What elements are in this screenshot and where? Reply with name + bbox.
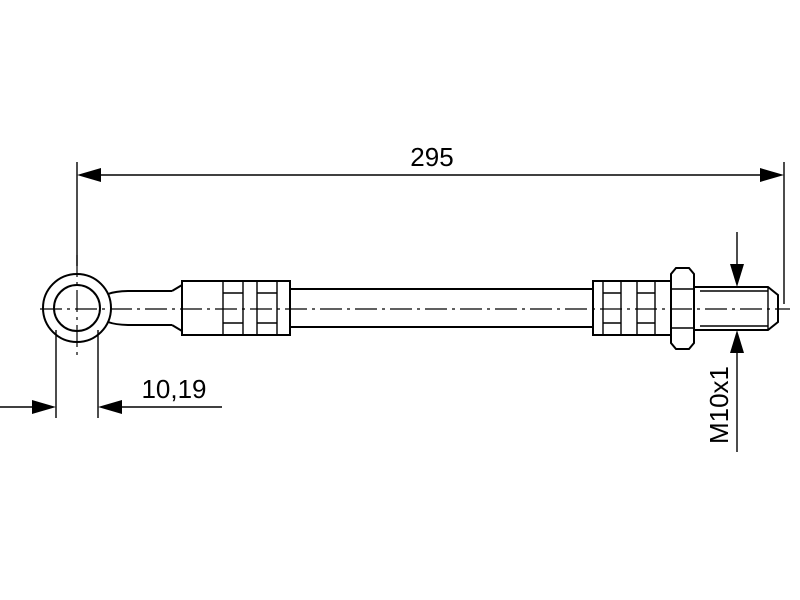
hex-nut [670, 267, 695, 350]
banjo-eye [42, 273, 172, 343]
eye-bore-label: 10,19 [141, 374, 206, 404]
thread-dimension: M10x1 [704, 232, 744, 452]
overall-length-label: 295 [410, 142, 453, 172]
overall-length-dimension: 295 [76, 142, 785, 304]
thread-label: M10x1 [704, 366, 734, 444]
left-ferrule [171, 280, 291, 336]
right-ferrule [592, 280, 672, 336]
hose-body [290, 288, 593, 328]
eye-bore-dimension: 10,19 [0, 330, 222, 418]
threaded-end [694, 286, 779, 331]
